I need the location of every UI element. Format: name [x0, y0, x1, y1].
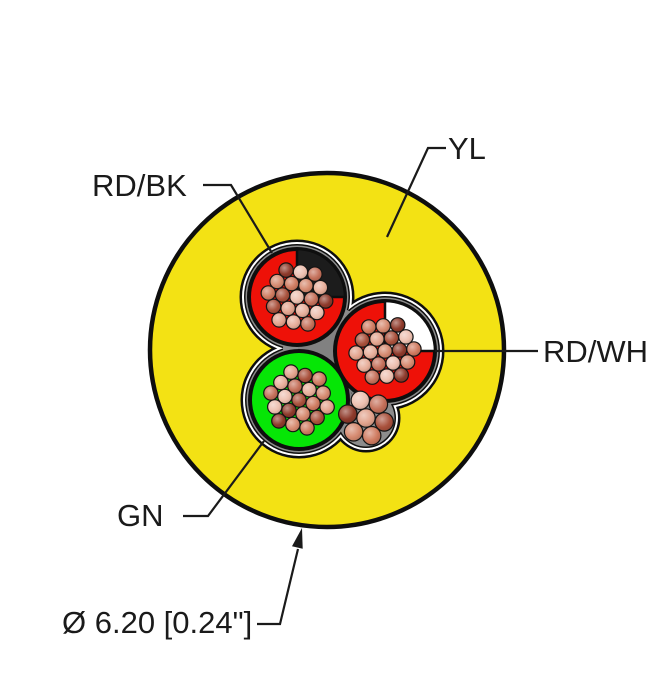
copper-strand — [283, 364, 299, 380]
copper-strand — [361, 425, 382, 446]
copper-strand — [398, 329, 414, 345]
copper-strand — [300, 316, 316, 332]
label-diameter-dimension: Ø 6.20 [0.24"] — [62, 605, 253, 640]
strand-bundle-gn — [263, 364, 335, 436]
copper-strand — [269, 273, 285, 290]
leader-dimension — [257, 548, 300, 626]
copper-strand — [278, 262, 294, 278]
copper-strand — [360, 319, 377, 335]
conductor-rd-bk — [247, 247, 347, 347]
copper-strand — [285, 416, 301, 433]
conductor-gn — [248, 349, 350, 451]
copper-strand — [356, 357, 372, 373]
copper-strand — [348, 345, 364, 361]
copper-strand — [285, 314, 302, 330]
copper-strand — [309, 304, 325, 321]
copper-strand — [317, 293, 334, 309]
strand-bundle-rd-bk — [260, 262, 334, 332]
dimension-arrowhead-icon — [292, 528, 303, 549]
conductor-rd-wh — [333, 299, 437, 403]
copper-strand — [337, 404, 358, 424]
copper-strand — [309, 409, 325, 426]
copper-strand — [312, 279, 329, 296]
leader-rd-bk — [203, 183, 273, 254]
copper-strand — [315, 385, 331, 401]
copper-strand — [263, 385, 279, 401]
copper-strand — [393, 367, 409, 383]
copper-strand — [271, 312, 287, 328]
copper-strand — [271, 413, 287, 429]
copper-strand — [311, 371, 327, 387]
copper-strand — [292, 264, 309, 280]
label-yl: YL — [448, 131, 486, 166]
copper-strand — [406, 341, 422, 357]
leader-lines — [183, 146, 538, 626]
strand-bundle-rd-wh — [348, 317, 422, 385]
copper-strand — [343, 421, 364, 442]
leader-gn — [183, 440, 265, 518]
copper-strand — [374, 412, 394, 432]
copper-strand — [299, 420, 315, 436]
copper-strand — [273, 374, 289, 391]
copper-strand — [350, 390, 371, 411]
label-rd-bk: RD/BK — [92, 168, 187, 203]
copper-strand — [399, 354, 416, 370]
label-gn: GN — [117, 498, 164, 533]
copper-strand — [297, 367, 313, 384]
copper-strand — [265, 298, 282, 315]
copper-strand — [266, 399, 283, 415]
label-rd-wh: RD/WH — [543, 334, 649, 369]
copper-strand — [364, 369, 381, 385]
leader-yl — [386, 146, 446, 238]
copper-strand — [389, 317, 406, 333]
strand-bundle-drain — [337, 390, 394, 446]
copper-strand — [378, 368, 395, 384]
copper-strand — [260, 285, 277, 301]
copper-strand — [307, 266, 323, 282]
copper-strand — [375, 318, 391, 334]
copper-strand — [356, 408, 376, 428]
copper-strand — [368, 394, 389, 414]
copper-strand — [354, 332, 371, 348]
